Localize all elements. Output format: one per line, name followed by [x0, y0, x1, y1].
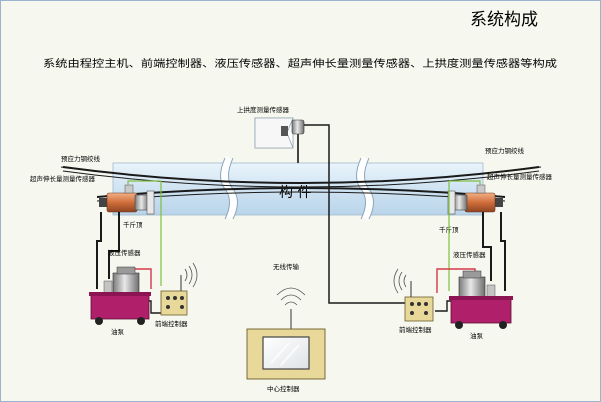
hydraulic-right-label: 液压传感器	[453, 250, 486, 259]
pump-right-label: 油泵	[470, 331, 484, 340]
pump-left-label: 油泵	[111, 327, 125, 336]
camber-sensor-label: 上拱度测量传感器	[237, 105, 290, 114]
ultrasonic-left-label: 超声伸长量测量传感器	[30, 174, 96, 183]
left-oil-pump	[89, 266, 151, 325]
wireless-label: 无线传输	[273, 262, 300, 271]
page-subtitle: 系统由程控主机、前端控制器、液压传感器、超声伸长量测量传感器、上拱度测量传感器等…	[43, 57, 557, 70]
strand-left-label: 预应力钢绞线	[61, 154, 101, 163]
strand-right-label: 预应力钢绞线	[485, 146, 525, 155]
jack-left-label: 千斤顶	[123, 220, 143, 229]
right-jack-assembly	[447, 180, 503, 215]
right-front-controller	[393, 268, 434, 322]
left-front-controller	[160, 262, 198, 316]
hydraulic-left-label: 液压传感器	[108, 248, 141, 257]
central-controller-label: 中心控制器	[267, 384, 300, 393]
front-controller-left-label: 前端控制器	[155, 319, 188, 328]
ultrasonic-right-label: 超声伸长量测量传感器	[487, 172, 553, 181]
front-controller-right-label: 前端控制器	[399, 325, 432, 334]
right-oil-pump	[449, 270, 513, 329]
central-controller	[246, 287, 326, 380]
page-title: 系统构成	[470, 10, 538, 30]
left-jack-assembly	[99, 180, 161, 215]
